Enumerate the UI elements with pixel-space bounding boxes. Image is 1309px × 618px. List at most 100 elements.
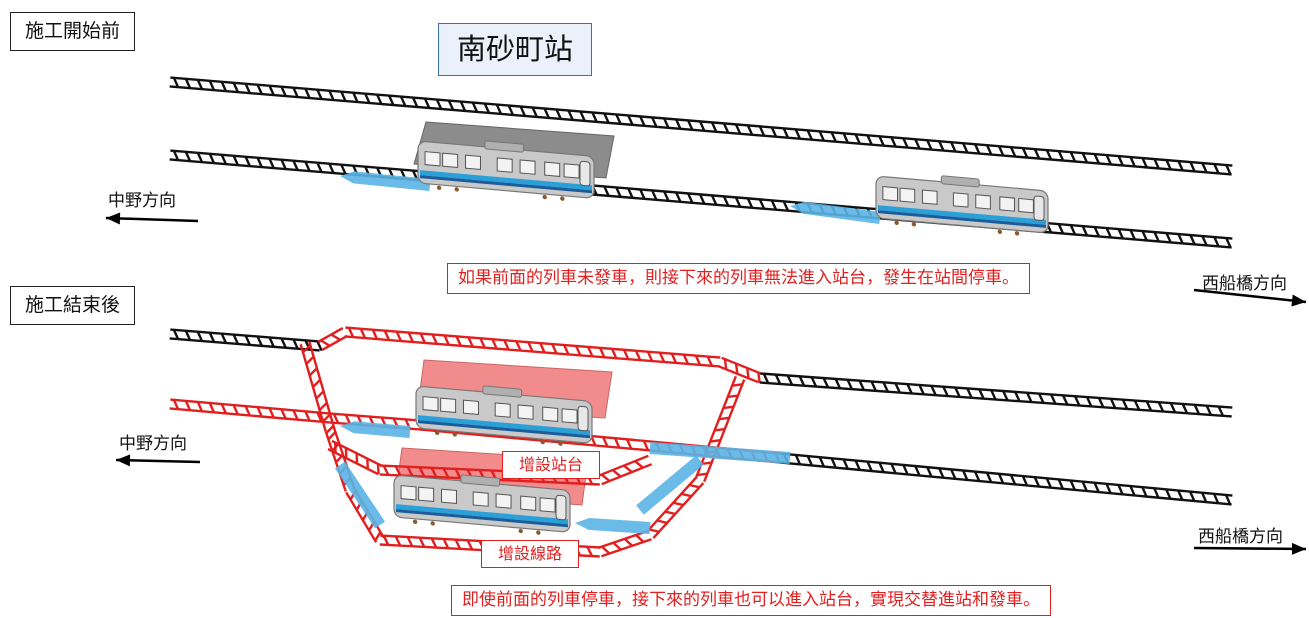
train-wheel <box>437 185 441 190</box>
sleeper <box>328 432 335 440</box>
train-window <box>496 494 511 508</box>
sleeper <box>635 461 643 467</box>
train-window <box>543 407 558 421</box>
arrow-head <box>1291 295 1306 307</box>
track-lower-before <box>170 151 1233 248</box>
sleeper <box>384 466 389 475</box>
sleeper <box>625 539 633 546</box>
track-added-branch <box>598 456 651 484</box>
train-window <box>425 152 440 166</box>
train-window <box>545 162 560 176</box>
train-window <box>520 160 535 174</box>
note-after: 即使前面的列車停車，接下來的列車也可以進入站台，實現交替進站和發車。 <box>451 585 1051 616</box>
sleeper <box>613 543 621 550</box>
sleeper <box>316 391 323 398</box>
note-before: 如果前面的列車未發車，則接下來的列車無法進入站台，發生在站間停車。 <box>447 263 1030 294</box>
sleeper <box>723 407 733 408</box>
sleeper <box>331 335 340 340</box>
train-wheel <box>431 521 435 526</box>
sleeper <box>665 512 675 514</box>
sleeper <box>602 475 610 481</box>
route-arrow-before-1 <box>340 171 431 191</box>
train-wheel <box>455 187 459 192</box>
direction-arrow-left-after <box>116 454 200 466</box>
sleeper <box>657 521 667 523</box>
sleeper <box>736 364 737 374</box>
train-window <box>1019 198 1034 212</box>
train-cab-window <box>556 495 566 520</box>
sleeper <box>725 359 726 369</box>
train-wheel <box>560 196 564 201</box>
train-window <box>497 158 512 172</box>
sleeper <box>697 474 707 475</box>
track-lower-after-east <box>780 454 1233 505</box>
train-wheel <box>536 530 540 535</box>
direction-left-before: 中野方向 <box>108 193 176 210</box>
train-window <box>401 486 416 500</box>
sleeper <box>313 380 320 387</box>
arrow-head <box>1292 543 1306 555</box>
direction-right-after: 西船橋方向 <box>1198 529 1283 546</box>
train-window <box>518 405 533 419</box>
sleeper <box>715 429 725 430</box>
route-arrow-after-4 <box>575 518 650 534</box>
train-wheel <box>1015 231 1019 236</box>
track-upper-after-new <box>718 358 761 383</box>
sleeper <box>636 535 644 542</box>
rail <box>760 382 1232 416</box>
sleeper <box>719 418 729 419</box>
train-window <box>423 397 438 411</box>
track-lower-after-west <box>170 400 331 423</box>
train-window <box>883 187 898 201</box>
sleeper <box>326 426 333 433</box>
tag-new-track: 增設線路 <box>481 540 579 568</box>
sleeper <box>673 503 683 505</box>
sleeper <box>710 440 720 441</box>
sleeper <box>375 532 380 541</box>
train-cab-window <box>1034 196 1044 221</box>
direction-left-after: 中野方向 <box>119 436 187 453</box>
rail <box>170 86 1232 174</box>
sleeper <box>758 372 759 382</box>
train-window <box>441 398 456 412</box>
track-upper-after-east <box>760 374 1233 417</box>
train-waiting-before <box>876 170 1048 238</box>
direction-right-before: 西船橋方向 <box>1202 276 1287 293</box>
arrow-head <box>106 212 120 224</box>
track-added-loop <box>696 376 744 481</box>
train-window <box>419 487 434 501</box>
sleeper <box>310 368 317 375</box>
direction-arrow-left-before <box>106 212 198 224</box>
route-arrow-after-2 <box>650 442 791 464</box>
tag-new-platform: 增設站台 <box>502 451 600 479</box>
sleeper <box>747 368 748 378</box>
train-window <box>466 155 481 169</box>
track-added-loop <box>599 531 652 557</box>
train-window <box>976 195 991 209</box>
train-window <box>443 153 458 167</box>
train-cab-window <box>580 161 590 186</box>
rail <box>760 374 1232 408</box>
route-arrow-after-1 <box>340 421 411 438</box>
phase-label-before: 施工開始前 <box>10 12 135 51</box>
sleeper <box>732 384 742 385</box>
rail <box>704 380 744 482</box>
sleeper <box>728 396 738 397</box>
track-upper-after-new <box>318 328 347 350</box>
train-window <box>442 489 457 503</box>
track-upper-before <box>170 78 1233 175</box>
train-window <box>562 409 577 423</box>
station-name: 南砂町站 <box>438 23 592 76</box>
train-window <box>495 403 510 417</box>
sleeper <box>681 494 691 496</box>
phase-label-after: 施工結束後 <box>10 286 135 325</box>
train-wheel <box>543 195 547 200</box>
train-window <box>900 188 915 202</box>
train-wheel <box>413 519 417 524</box>
rail <box>718 366 758 382</box>
train-window <box>464 400 479 414</box>
rail <box>780 454 1232 496</box>
sleeper <box>602 547 610 554</box>
track-upper-after-new <box>345 328 721 367</box>
